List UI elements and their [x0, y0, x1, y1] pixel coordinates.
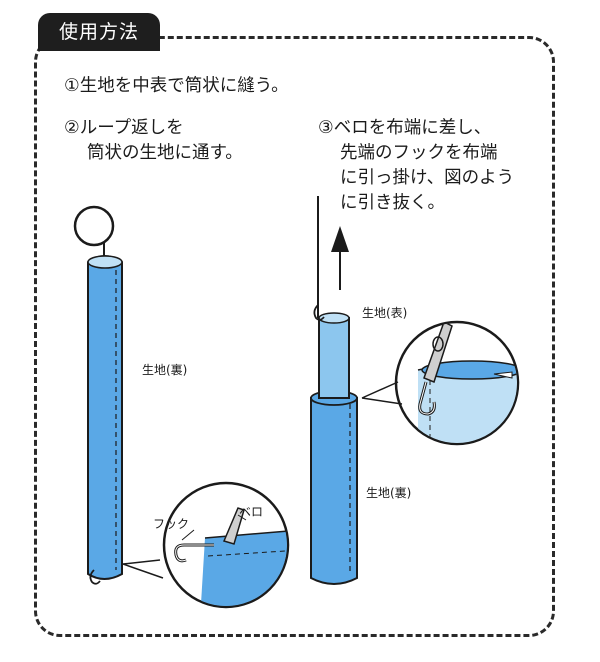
fabric-zoom-right: [418, 363, 517, 443]
zoom-pointer-left: [122, 559, 164, 579]
tongue-leader-line: [237, 514, 247, 521]
small-hook-icon: [89, 569, 101, 585]
step1-text: ①生地を中表で筒状に縫う。: [64, 76, 289, 96]
step3-line4: に引き抜く。: [340, 193, 445, 213]
label-fabric-back-right: 生地(裏): [366, 486, 412, 500]
right-zoom-callout: [361, 320, 520, 446]
label-hook: フック: [153, 517, 190, 531]
step3-line1: ③ベロを布端に差し、: [318, 118, 492, 138]
tongue-icon-right: [423, 323, 453, 383]
left-tube-figure: [73, 205, 123, 585]
tongue-icon: [222, 507, 245, 545]
up-arrow-icon: [331, 226, 349, 252]
label-tongue: ベロ: [239, 505, 264, 519]
step2-line1: ②ループ返しを: [64, 118, 184, 138]
fabric-tube-front: [318, 317, 350, 399]
tube-opening: [87, 255, 123, 269]
fabric-tube-left: [87, 255, 123, 580]
small-hook-icon-right: [313, 304, 325, 321]
right-tube-figure: [310, 196, 358, 585]
fabric-tube-back: [310, 397, 358, 585]
step3-line2: 先端のフックを布端: [340, 143, 498, 163]
section-title: 使用方法: [38, 13, 160, 51]
hook-leader-line: [181, 529, 195, 541]
step2-line2: 筒状の生地に通す。: [87, 143, 243, 163]
loop-ring-icon: [73, 205, 115, 247]
instruction-frame: [34, 36, 555, 637]
step3-line3: に引っ掛け、図のよう: [340, 168, 515, 188]
left-zoom-callout: [122, 481, 290, 609]
zoom-pointer-right: [361, 381, 403, 405]
label-fabric-back-left: 生地(裏): [142, 363, 188, 377]
label-fabric-front: 生地(表): [362, 306, 408, 320]
